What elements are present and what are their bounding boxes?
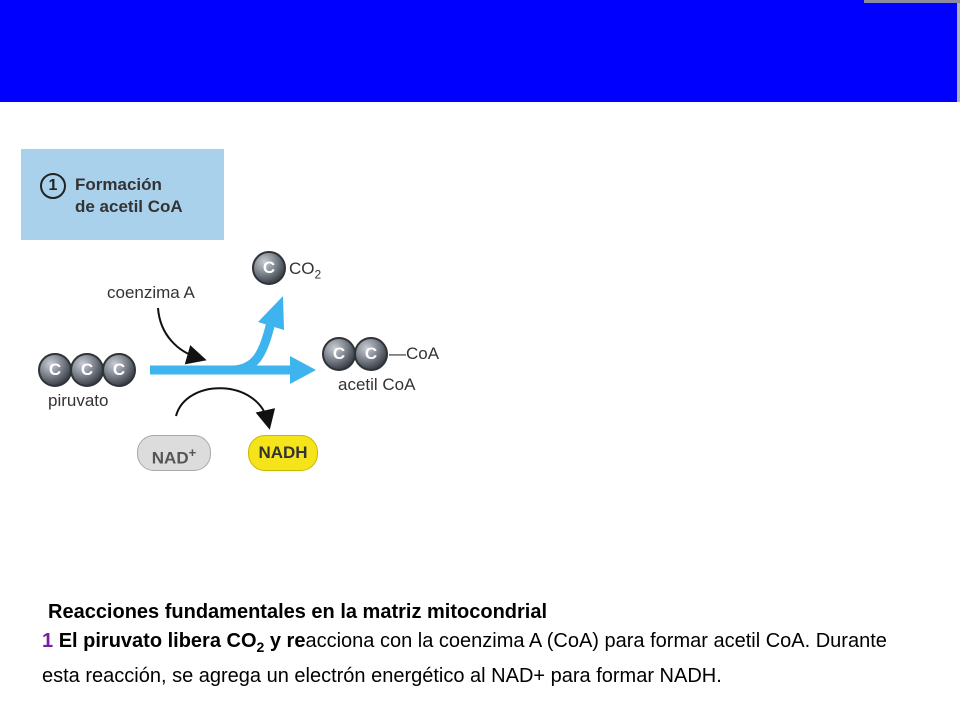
pyruvate-carbon-atom-2: C [70, 353, 104, 387]
nad-plus-pill: NAD+ [137, 435, 211, 471]
nad-superscript: + [188, 445, 197, 460]
co2-label: CO2 [289, 259, 322, 282]
caption: Reacciones fundamentales en la matriz mi… [42, 598, 922, 691]
nadh-pill: NADH [248, 435, 318, 471]
co2-carbon-atom: C [252, 251, 286, 285]
caption-bold-2: y re [264, 630, 306, 652]
co2-arrow-head [258, 296, 284, 330]
step-title-line-2: de acetil CoA [75, 197, 183, 216]
header-bar [0, 0, 957, 102]
header-edge [957, 0, 960, 102]
acetyl-carbon-atom-1: C [322, 337, 356, 371]
step-title-line-1: Formación [75, 175, 162, 194]
step-title: Formación de acetil CoA [75, 174, 183, 218]
main-arrow-head [290, 356, 316, 384]
pyruvate-carbon-atom-3: C [102, 353, 136, 387]
caption-text-rest: acetil CoA. Durante esta reacción, se ag… [42, 630, 887, 687]
caption-text-line1: acciona con la coenzima A (CoA) para for… [305, 630, 708, 652]
coa-label: —CoA [389, 344, 440, 363]
step-number-badge: 1 [40, 173, 66, 199]
co2-branch-arrow [231, 320, 276, 375]
nad-curve-arrow [175, 387, 276, 430]
co2-subscript: 2 [314, 267, 322, 282]
coenzyme-label: coenzima A [107, 283, 195, 302]
caption-bold-sub: 2 [256, 639, 265, 655]
pyruvate-carbon-atom-1: C [38, 353, 72, 387]
acetyl-coa-label: acetil CoA [338, 375, 416, 394]
pyruvate-label: piruvato [48, 391, 109, 410]
caption-bold-1: El piruvato libera CO [58, 630, 257, 652]
header-fleck [864, 0, 960, 3]
caption-number: 1 [42, 630, 54, 652]
coenzyme-curve-arrow [157, 307, 207, 365]
caption-title: Reacciones fundamentales en la matriz mi… [48, 601, 548, 623]
acetyl-carbon-atom-2: C [354, 337, 388, 371]
